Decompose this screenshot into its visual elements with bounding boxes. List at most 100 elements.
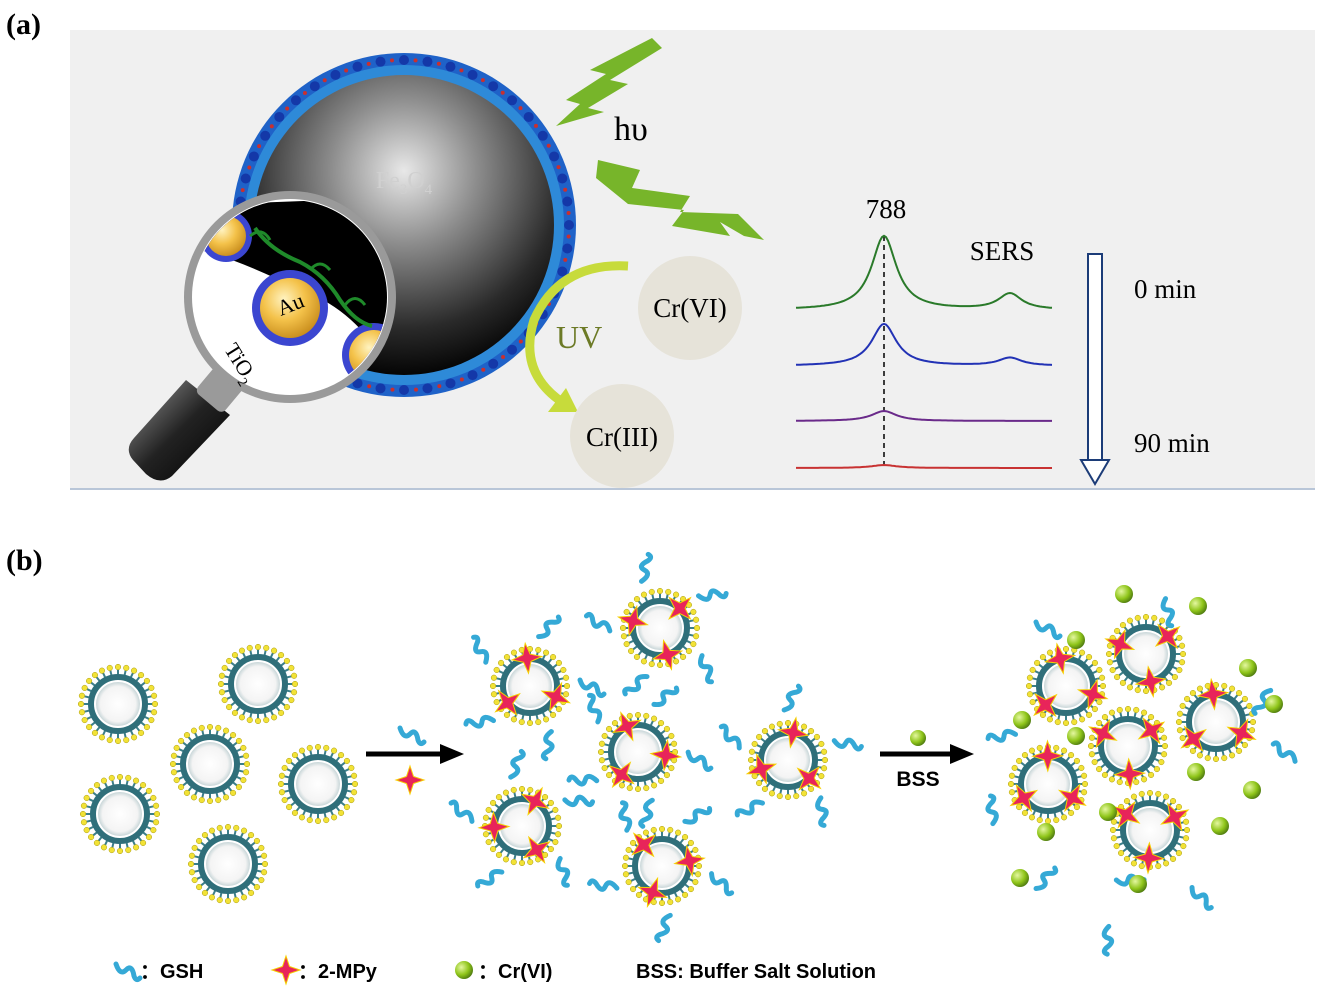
gsh-molecule: [508, 748, 526, 780]
light-label: hυ: [614, 111, 648, 148]
ligand-head: [1123, 855, 1130, 862]
ligand-head: [1189, 690, 1196, 697]
ligand-head: [231, 652, 238, 659]
ligand-head: [768, 723, 775, 730]
particle-shell: [228, 654, 288, 714]
mpy-star: [1134, 665, 1168, 698]
legend: ：GSH ：2-MPy ：Cr(VI) BSS: Buffer Salt Sol…: [113, 954, 876, 986]
ligand-head: [208, 894, 215, 901]
ligand-head: [1171, 674, 1178, 681]
ligand-head: [1113, 843, 1120, 850]
ligand-head: [80, 819, 87, 826]
ligand-head: [543, 716, 550, 723]
ligand-head: [748, 748, 755, 755]
ligand-head: [1249, 727, 1256, 734]
shell-particle: [330, 69, 341, 80]
gsh-strand: [113, 961, 143, 983]
gsh-molecule: [697, 653, 714, 685]
ligand-head: [682, 891, 689, 898]
ligand-head: [776, 793, 783, 800]
ligand-head: [338, 752, 345, 759]
ligand-head: [1021, 752, 1028, 759]
ligand-head: [1062, 645, 1070, 653]
ligand-head: [123, 664, 130, 671]
ligand-head: [503, 711, 510, 718]
ligand-head: [140, 782, 147, 789]
ligand-head: [1141, 709, 1148, 716]
ligand-head: [1106, 659, 1113, 666]
ligand-head: [625, 846, 632, 853]
ligand-head: [1142, 613, 1150, 621]
ligand-head: [1151, 614, 1158, 621]
ligand-head: [238, 647, 245, 654]
gsh-molecule: [781, 683, 803, 713]
ligand-head: [1079, 649, 1086, 656]
ligand-head: [1068, 809, 1075, 816]
ligand-head: [224, 823, 232, 831]
magnifier-handle: [128, 380, 230, 481]
shell-particle: [537, 130, 548, 141]
gsh-strand: [1101, 923, 1115, 957]
shell-dot: [481, 367, 486, 372]
ligand-head: [527, 786, 534, 793]
ligand-head: [114, 663, 122, 671]
mpy-star: [494, 689, 521, 717]
ligand-head: [286, 804, 293, 811]
ligand-head: [651, 715, 658, 722]
ligand-head: [246, 644, 253, 651]
ligand-head: [1008, 772, 1015, 779]
ligand-head: [1061, 747, 1068, 754]
ligand-head: [1184, 695, 1191, 702]
ligand-head: [518, 859, 526, 867]
ligand-head: [1029, 666, 1036, 673]
gsh-strand: [985, 793, 999, 827]
ligand-head: [482, 831, 489, 838]
panel-a: (a) Fe3O4: [6, 8, 1315, 490]
mpy-star: [668, 596, 692, 621]
ligand-head: [1026, 674, 1033, 681]
ligand-head: [1158, 759, 1165, 766]
gsh-molecule: [586, 692, 603, 725]
shell-dot: [367, 384, 372, 389]
ligand-head: [278, 789, 285, 796]
ligand-head: [1016, 804, 1023, 811]
legend-gsh-icon: [113, 961, 143, 983]
shell-dot: [366, 61, 371, 66]
ligand-head: [116, 773, 124, 781]
mpy-star: [616, 604, 649, 637]
ligand-head: [555, 659, 562, 666]
ligand-head: [1086, 654, 1093, 661]
ligand-head: [281, 797, 288, 804]
ligand-head: [1159, 684, 1166, 691]
gsh-chain: [253, 226, 373, 328]
time-arrow: [1079, 253, 1111, 486]
ligand-head: [1116, 706, 1123, 713]
shell-dot: [240, 188, 245, 193]
cr6-ball: [1187, 763, 1205, 781]
gsh-strand: [1033, 619, 1063, 641]
ligand-head: [619, 624, 627, 632]
shell-particle: [422, 383, 433, 394]
legend-gsh: ：GSH: [140, 961, 203, 983]
ligand-head: [1071, 719, 1078, 726]
gsh-molecule: [1270, 740, 1298, 764]
shell-dot: [533, 123, 538, 128]
ligand-head: [673, 658, 680, 665]
ligand-head: [1101, 714, 1108, 721]
ligand-head: [1236, 690, 1243, 697]
ligand-head: [1087, 742, 1095, 750]
ligand-head: [606, 725, 613, 732]
ligand-head: [1180, 843, 1187, 850]
particle-shell: [288, 754, 348, 814]
gsh-molecule: [695, 588, 729, 602]
core-label: Fe3O4: [376, 168, 433, 198]
ligand-head: [343, 804, 350, 811]
ligand-head: [625, 879, 632, 886]
cr6-ball: [1129, 875, 1147, 893]
cr6-ball: [1011, 869, 1029, 887]
shell-dot: [566, 234, 571, 239]
ligand-head: [286, 757, 293, 764]
ligand-head: [226, 704, 233, 711]
ligand-head: [224, 897, 232, 905]
particle-core: [188, 742, 232, 786]
